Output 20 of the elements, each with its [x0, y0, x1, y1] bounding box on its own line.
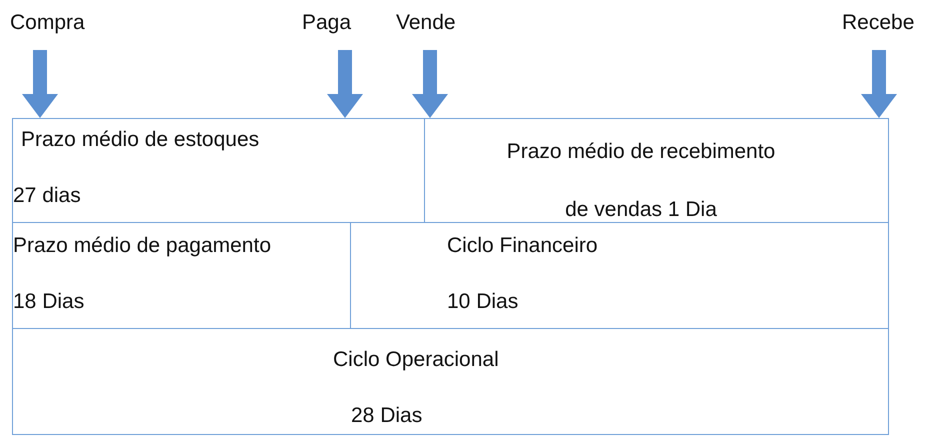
period-label: Prazo médio de estoques [21, 127, 260, 153]
arrow [22, 50, 58, 118]
period-label: Prazo médio de pagamento [13, 233, 271, 259]
stage-label: Vende [396, 8, 456, 38]
period-label: Prazo médio de recebimento de vendas 1 Dia [506, 139, 776, 223]
duration-label: 10 Dias [447, 289, 518, 315]
stage-label: Recebe [842, 8, 914, 38]
arrow [861, 50, 897, 118]
stage-label: Paga [302, 8, 352, 38]
period-label: Ciclo Financeiro [447, 233, 598, 259]
duration-label: 18 Dias [13, 289, 84, 315]
period-label: Ciclo Operacional [333, 347, 499, 373]
period-box [12, 118, 425, 223]
period-box [424, 118, 889, 223]
duration-label: 28 Dias [351, 403, 422, 429]
duration-label: 27 dias [13, 183, 81, 209]
stage-label: Compra [10, 8, 85, 38]
period-box [12, 328, 889, 435]
arrow [327, 50, 363, 118]
arrow [412, 50, 448, 118]
